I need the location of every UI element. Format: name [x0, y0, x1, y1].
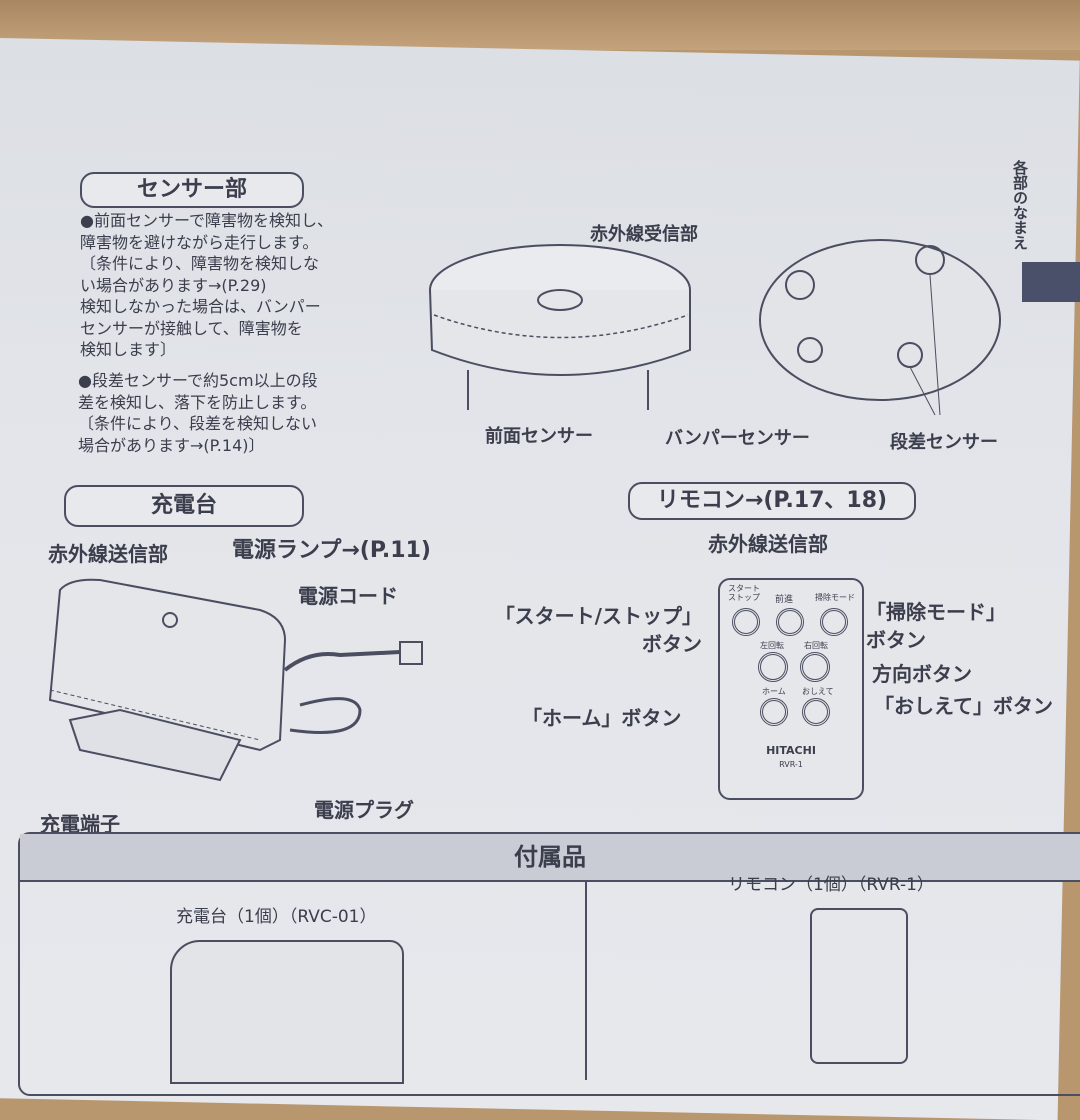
sensor-bullet-step: ●段差センサーで約5cm以上の段 差を検知し、落下を防止します。 〔条件により、…	[78, 371, 318, 455]
model-number: RVR-1	[779, 760, 803, 769]
ir-receiver-label: 赤外線受信部	[590, 224, 698, 245]
clean-mode-label: 「掃除モード」 ボタン	[866, 600, 1006, 652]
sensor-heading: センサー部	[80, 172, 304, 208]
rotate-left-button[interactable]	[758, 652, 788, 682]
accessories-divider	[585, 880, 587, 1080]
robot-illustration	[429, 239, 1001, 416]
accessories-heading: 付属品	[20, 834, 1080, 882]
front-sensor-label: 前面センサー	[485, 426, 593, 447]
bumper-sensor-label: バンパーセンサー	[665, 428, 810, 449]
direction-label: 方向ボタン	[872, 662, 972, 686]
device-start-stop-text: スタート ストップ	[728, 584, 760, 602]
oshiete-label: 「おしえて」ボタン	[874, 694, 1053, 718]
home-button[interactable]	[760, 698, 788, 726]
remote-ir-transmitter-label: 赤外線送信部	[708, 532, 828, 556]
power-lamp-label: 電源ランプ→(P.11)	[232, 538, 431, 563]
accessory-remote-illustration	[810, 908, 908, 1064]
rotate-right-button[interactable]	[800, 652, 830, 682]
charger-illustration	[48, 578, 423, 782]
power-plug-label: 電源プラグ	[314, 798, 414, 822]
accessory-remote-label: リモコン（1個）（RVR-1）	[728, 875, 934, 895]
accessory-charger-illustration	[170, 940, 404, 1084]
clean-mode-button[interactable]	[820, 608, 848, 636]
forward-button[interactable]	[776, 608, 804, 636]
accessory-charger-label: 充電台（1個）（RVC-01）	[176, 907, 377, 927]
device-oshiete-text: おしえて	[802, 687, 834, 696]
side-tab-label: 各部のなまえ	[1011, 160, 1029, 250]
device-right-text: 右回転	[804, 641, 828, 650]
oshiete-button[interactable]	[802, 698, 830, 726]
remote-heading: リモコン→(P.17、18)	[628, 482, 916, 520]
device-left-text: 左回転	[760, 641, 784, 650]
device-forward-text: 前進	[775, 595, 794, 605]
remote-device: スタート ストップ 前進 掃除モード 左回転 右回転 ホーム おしえて HITA…	[718, 578, 864, 800]
device-home-text: ホーム	[762, 687, 786, 696]
step-sensor-label: 段差センサー	[890, 432, 998, 453]
charger-ir-transmitter-label: 赤外線送信部	[48, 542, 168, 566]
side-tab-marker	[1022, 262, 1080, 302]
sensor-bullet-front: ●前面センサーで障害物を検知し、 障害物を避けながら走行します。 〔条件により、…	[80, 211, 334, 359]
power-cord-label: 電源コード	[298, 584, 398, 608]
charger-heading: 充電台	[64, 485, 304, 527]
start-stop-button[interactable]	[732, 608, 760, 636]
brand-logo: HITACHI	[766, 744, 816, 757]
start-stop-label: 「スタート/ストップ」 ボタン	[494, 604, 702, 656]
device-mode-text: 掃除モード	[815, 593, 855, 602]
home-label: 「ホーム」ボタン	[522, 706, 682, 730]
